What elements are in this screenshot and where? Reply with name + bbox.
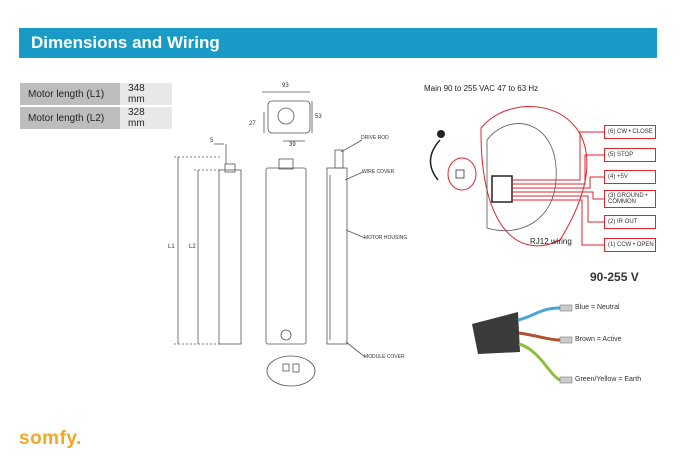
callout-leader-drive-rod — [340, 139, 363, 153]
terminal-4: (4) +5V — [604, 170, 656, 184]
callout-module-cover: MODULE COVER — [364, 354, 405, 360]
callout-motor-housing: MOTOR HOUSING — [364, 235, 408, 241]
drive-rod-right — [334, 149, 344, 169]
terminal-2: (2) IR OUT — [604, 215, 656, 229]
connector-outline — [480, 106, 588, 247]
module-cover-view — [266, 355, 316, 387]
dim-label-width: 93 — [282, 83, 289, 89]
terminal-brown — [559, 336, 573, 344]
callout-leader-motor-housing — [345, 229, 366, 239]
blue-wire — [517, 306, 561, 322]
wire-label-blue: Blue = Neutral — [575, 304, 620, 311]
wire-label-earth: Green/Yellow = Earth — [575, 376, 642, 383]
module-button — [280, 329, 292, 341]
table-row: Motor length (L1) 348 mm — [20, 83, 172, 107]
somfy-logo: somfy. — [19, 428, 82, 449]
spec-label: Motor length (L2) — [20, 106, 120, 131]
socket-icon — [455, 169, 465, 179]
drive-rod-center — [278, 158, 294, 170]
mains-plug-icon — [437, 130, 445, 138]
terminal-3: (3) GROUND • COMMON — [604, 190, 656, 208]
module-led — [282, 363, 290, 372]
mains-cable — [429, 139, 441, 181]
wiring-diagram — [429, 106, 604, 247]
cable-sheath — [472, 312, 520, 354]
dim-label-drive: 5 — [210, 138, 214, 144]
terminal-1: (1) CCW • OPEN — [604, 238, 656, 252]
dim-label-l2: L2 — [189, 244, 196, 250]
callout-leader-wire-cover — [344, 171, 364, 181]
rj12-lines — [512, 131, 604, 246]
dim-label-height: 53 — [315, 114, 322, 120]
spec-value: 348 mm — [120, 83, 172, 107]
drive-rod-left — [224, 163, 236, 173]
voltage-label: 90-255 V — [590, 270, 639, 284]
dim-label-l1: L1 — [168, 244, 175, 250]
page-title: Dimensions and Wiring — [31, 33, 220, 52]
green-yellow-wire — [518, 342, 561, 382]
callout-drive-rod: DRIVE ROD — [361, 135, 389, 141]
terminal-6: (6) CW • CLOSE — [604, 125, 656, 139]
dim-label-left: 27 — [249, 121, 256, 127]
end-view-outline — [267, 100, 311, 134]
terminal-earth — [559, 376, 573, 384]
rj12-connector — [491, 175, 513, 203]
table-row: Motor length (L2) 328 mm — [20, 106, 172, 131]
motor-end-ring — [447, 157, 477, 191]
spec-table: Motor length (L1) 348 mm Motor length (L… — [20, 83, 172, 131]
module-port — [292, 363, 300, 373]
callout-leader-module-cover — [345, 341, 366, 358]
terminal-blue — [559, 304, 573, 312]
header-banner: Dimensions and Wiring — [19, 28, 657, 58]
power-cable — [472, 304, 573, 384]
end-view-hub — [277, 107, 295, 125]
spec-value: 328 mm — [120, 106, 172, 131]
mains-label: Main 90 to 255 VAC 47 to 63 Hz — [424, 84, 539, 93]
rj12-label: RJ12 wiring — [530, 237, 572, 246]
terminal-5: (5) STOP — [604, 148, 656, 162]
callout-wire-cover: WIRE COVER — [362, 169, 395, 175]
motor-side-left — [218, 169, 242, 345]
wire-label-brown: Brown = Active — [575, 336, 622, 343]
motor-front-center — [265, 167, 307, 345]
dim-label-offset: 39 — [289, 142, 296, 148]
brown-wire — [518, 331, 561, 342]
spec-label: Motor length (L1) — [20, 83, 120, 107]
